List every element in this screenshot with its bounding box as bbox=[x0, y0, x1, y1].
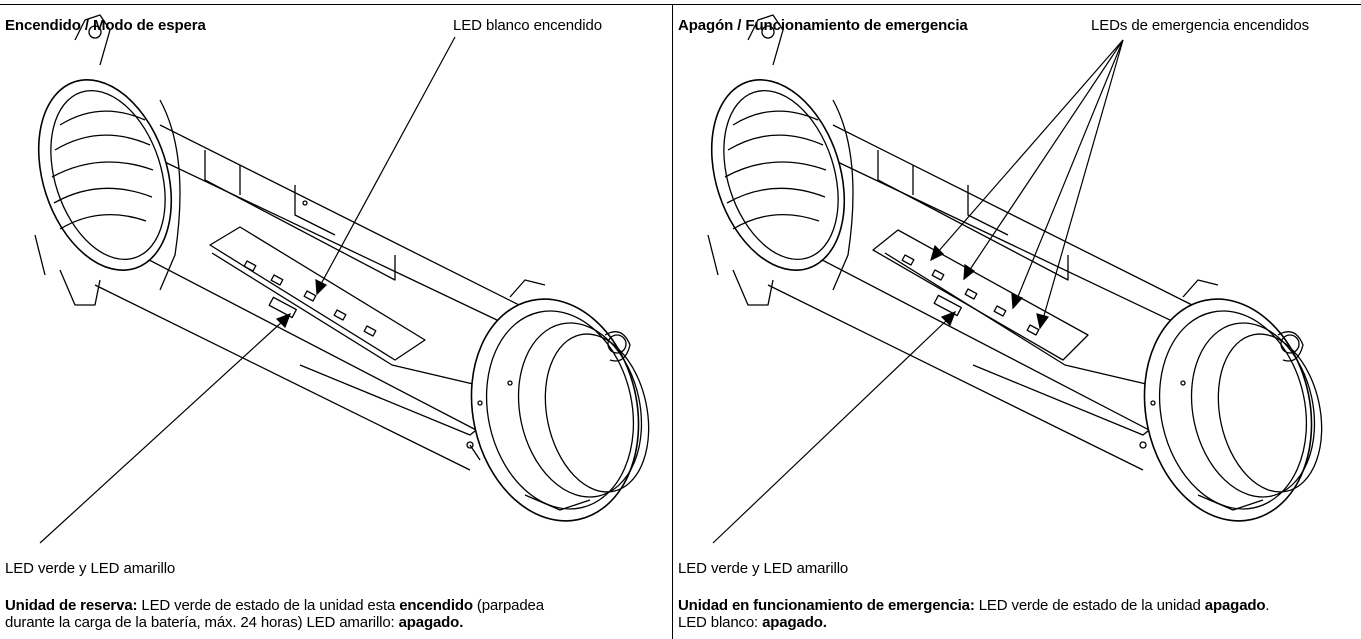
leader-green-yellow-led bbox=[712, 318, 949, 544]
callout-green-yellow-led: LED verde y LED amarillo bbox=[5, 560, 176, 577]
panel-standby: Encendido / Modo de espera LED blanco en… bbox=[0, 5, 672, 639]
leader-white-led bbox=[320, 36, 456, 285]
callout-green-yellow-led: LED verde y LED amarillo bbox=[678, 560, 849, 577]
led-tray bbox=[872, 229, 1089, 361]
leader-emergency-led-4 bbox=[1042, 39, 1124, 320]
callout-white-led: LED blanco encendido bbox=[453, 17, 602, 34]
right-end-cap bbox=[470, 298, 640, 522]
panel-emergency: Apagón / Funcionamiento de emergencia LE… bbox=[673, 5, 1361, 639]
top-rule bbox=[0, 4, 1361, 5]
status-led-window bbox=[933, 294, 963, 317]
housing-bottom-edge bbox=[94, 284, 471, 471]
housing-top-edge bbox=[832, 124, 1229, 324]
leader-emergency-led-1 bbox=[936, 39, 1124, 254]
desc-label: Unidad de reserva: bbox=[5, 597, 138, 614]
desc-label: Unidad en funcionamiento de emergencia: bbox=[678, 597, 975, 614]
leader-emergency-led-2 bbox=[968, 39, 1124, 272]
panel-divider bbox=[672, 4, 673, 639]
leader-green-yellow-led bbox=[39, 320, 284, 544]
standby-description: Unidad de reserva: LED verde de estado d… bbox=[5, 597, 544, 631]
right-end-cap bbox=[1143, 298, 1313, 522]
panel-title: Encendido / Modo de espera bbox=[5, 17, 206, 34]
luminaire-drawing-left bbox=[34, 14, 650, 544]
callout-emergency-leds: LEDs de emergencia encendidos bbox=[1091, 17, 1310, 34]
luminaire-drawing-right bbox=[707, 14, 1323, 544]
status-led-window bbox=[268, 296, 298, 319]
housing-edge-3 bbox=[129, 249, 506, 446]
emergency-description: Unidad en funcionamiento de emergencia: … bbox=[678, 597, 1270, 631]
leader-emergency-led-3 bbox=[1016, 39, 1124, 300]
housing-top-edge bbox=[159, 124, 556, 324]
panel-title: Apagón / Funcionamiento de emergencia bbox=[678, 17, 968, 34]
